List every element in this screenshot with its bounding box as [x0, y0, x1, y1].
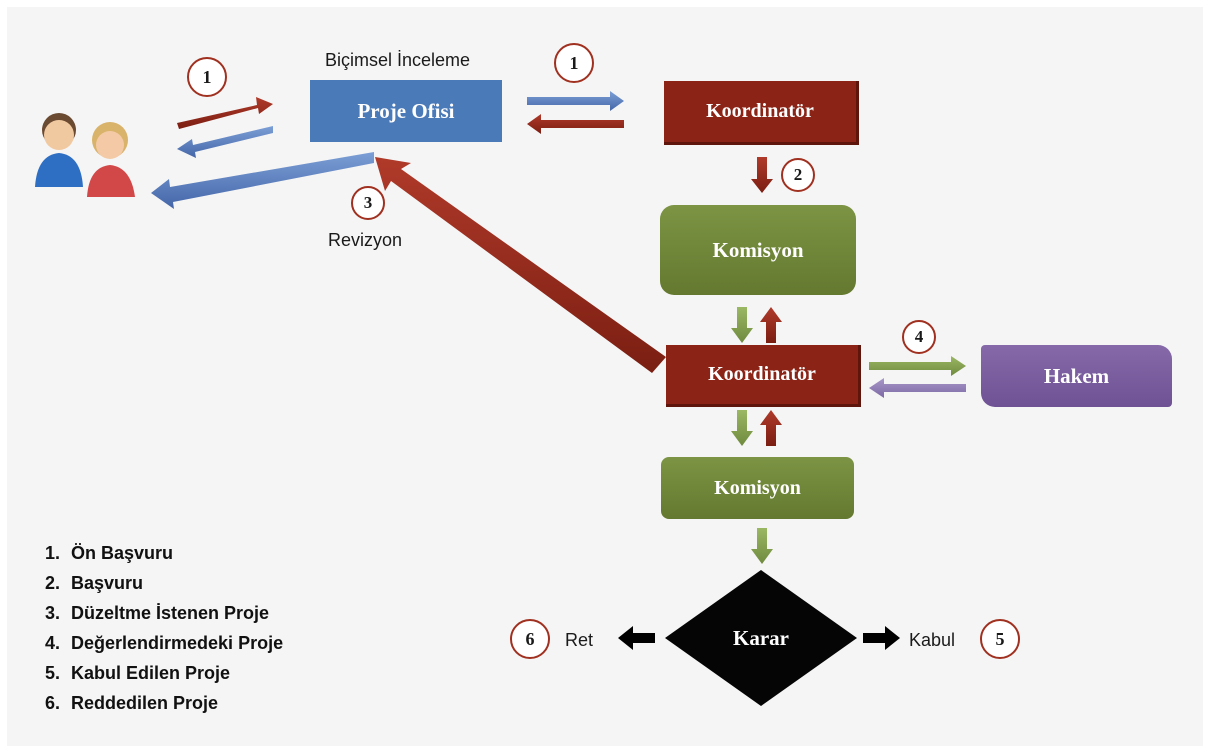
legend-list: Ön Başvuru Başvuru Düzeltme İstenen Proj…	[45, 538, 283, 718]
step-1-right-badge: 1	[554, 43, 594, 83]
kabul-label: Kabul	[909, 630, 956, 650]
arrow-komisyon-to-koordinator-down	[731, 307, 753, 343]
koordinator-mid-node: Koordinatör	[666, 345, 861, 407]
step-6-badge: 6	[510, 619, 550, 659]
arrow-to-ret	[618, 626, 655, 650]
komisyon-bottom-node: Komisyon	[661, 457, 854, 519]
arrow-komisyon-to-koordinator-up	[760, 410, 782, 446]
process-diagram: Proje Ofisi Koordinatör Komisyon Koordin…	[7, 7, 1203, 746]
ret-label: Ret	[565, 630, 594, 650]
bicimsel-inceleme-label: Biçimsel İnceleme	[325, 50, 471, 70]
arrows-layer	[35, 91, 966, 706]
arrow-to-proje-ofisi	[177, 97, 273, 129]
revizyon-label: Revizyon	[328, 230, 403, 250]
arrow-koordinator-to-proje-ofisi	[375, 157, 666, 373]
step-2-badge: 2	[781, 158, 815, 192]
arrow-koordinator-to-hakem	[869, 356, 966, 376]
koordinator-top-node: Koordinatör	[664, 81, 859, 145]
legend-item: Kabul Edilen Proje	[65, 658, 283, 688]
arrow-hakem-to-koordinator	[869, 378, 966, 398]
karar-label: Karar	[733, 625, 789, 650]
legend-item: Reddedilen Proje	[65, 688, 283, 718]
proje-ofisi-node: Proje Ofisi	[310, 80, 502, 142]
arrow-komisyon-to-karar	[751, 528, 773, 564]
step-3-badge: 3	[351, 186, 385, 220]
arrow-proje-ofisi-to-koordinator	[527, 91, 624, 111]
arrow-koordinator-to-komisyon-up	[760, 307, 782, 343]
arrow-from-proje-ofisi	[177, 126, 273, 158]
legend-item: Düzeltme İstenen Proje	[65, 598, 283, 628]
arrow-step-2-down	[751, 157, 773, 193]
arrow-koordinator-to-proje-ofisi-top	[527, 114, 624, 134]
step-5-badge: 5	[980, 619, 1020, 659]
hakem-node: Hakem	[981, 345, 1172, 407]
legend-item: Ön Başvuru	[65, 538, 283, 568]
users-icon	[35, 113, 135, 197]
step-1-left-badge: 1	[187, 57, 227, 97]
step-4-badge: 4	[902, 320, 936, 354]
karar-diamond	[665, 570, 857, 706]
legend-item: Değerlendirmedeki Proje	[65, 628, 283, 658]
arrow-to-kabul	[863, 626, 900, 650]
arrow-revision-to-users	[151, 152, 374, 209]
arrow-koordinator-to-komisyon-down	[731, 410, 753, 446]
legend-item: Başvuru	[65, 568, 283, 598]
komisyon-top-node: Komisyon	[660, 205, 856, 295]
